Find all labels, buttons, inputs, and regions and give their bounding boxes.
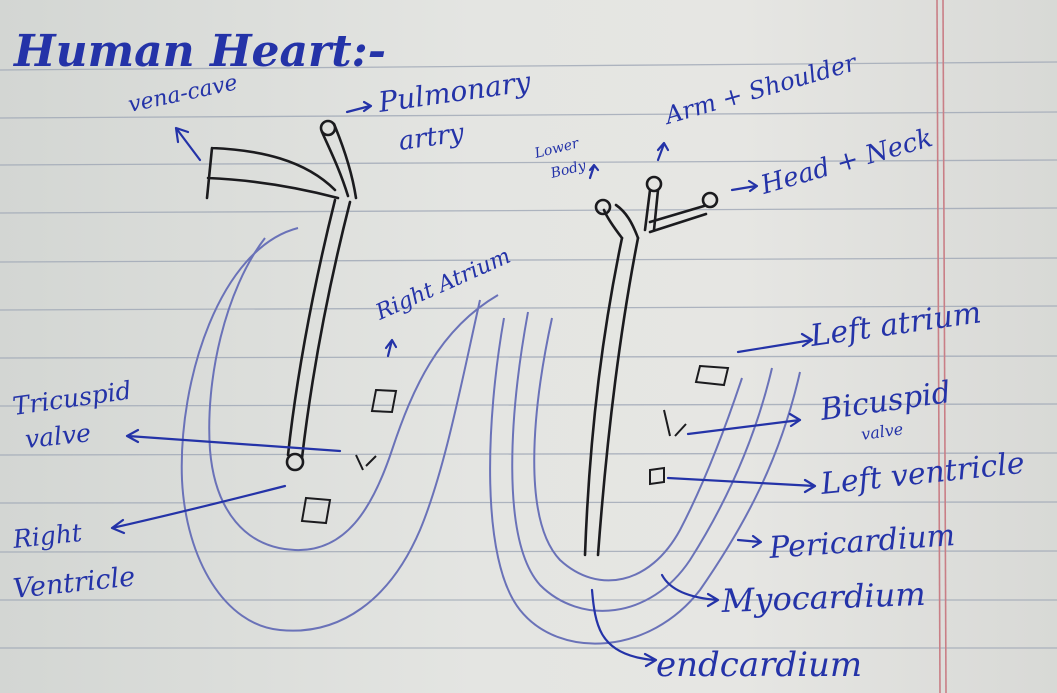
- pulmonary-arrow: [347, 102, 371, 112]
- labels: Human Heart:- vena-cave Pulmonary artry …: [11, 26, 1027, 685]
- left-ventricle-label: Left ventricle: [818, 446, 1026, 502]
- lower-body-label-line1: Lower: [532, 135, 581, 162]
- endocardium-label: endcardium: [656, 645, 862, 685]
- pericardium-arrow: [738, 536, 761, 547]
- chamber-marks: [302, 366, 728, 523]
- right-ventricle-leader: [112, 486, 285, 533]
- pulmonary-label-line1: Pulmonary: [375, 65, 533, 119]
- tricuspid-leader: [127, 430, 340, 451]
- page-title: Human Heart:-: [12, 26, 386, 77]
- left-atrium-label: Left atrium: [807, 295, 983, 354]
- vena-cava-label: vena-cave: [126, 70, 240, 118]
- right-atrium-arrow: [386, 340, 396, 356]
- bicuspid-label-line1: Bicuspid: [817, 375, 953, 428]
- neck-branch-opening: [703, 193, 717, 207]
- vena-cava-arrow: [176, 128, 200, 160]
- right-ventricle-mark: [302, 498, 330, 523]
- bicuspid-label-line2: valve: [860, 419, 904, 444]
- tricuspid-label-line1: Tricuspid: [11, 376, 133, 421]
- myocardium-label: Myocardium: [720, 575, 926, 620]
- left-atrium-mark: [696, 366, 728, 385]
- head-arrow: [732, 181, 757, 191]
- pericardium-label: Pericardium: [767, 518, 956, 566]
- right-atrium-mark: [372, 390, 396, 412]
- left-ventricle-mark: [650, 468, 664, 484]
- right-ventricle-label-line1: Right: [11, 518, 85, 554]
- vena-cava-vessel: [207, 148, 338, 198]
- tricuspid-mark: [356, 455, 376, 470]
- margin-line: [937, 0, 946, 693]
- bicuspid-mark: [664, 410, 686, 436]
- septum-bottom-opening: [287, 454, 303, 470]
- right-atrium-label: Right Atrium: [371, 244, 514, 326]
- heart-outlines: [182, 228, 800, 644]
- vessels: [207, 121, 717, 555]
- arm-arrow: [658, 143, 668, 160]
- septum-vessel: [288, 200, 350, 458]
- left-atrium-leader: [738, 334, 812, 352]
- aorta-vessel: [585, 238, 638, 555]
- tricuspid-label-line2: valve: [24, 418, 93, 454]
- arm-shoulder-label: Arm + Shoulder: [660, 48, 861, 130]
- lower-body-branch-opening: [596, 200, 610, 214]
- endocardium-leader: [592, 590, 656, 666]
- pulmonary-label-line2: artry: [397, 118, 466, 157]
- left-ventricle-leader: [668, 478, 815, 492]
- pulmonary-artery-opening: [321, 121, 335, 135]
- arm-branch-opening: [647, 177, 661, 191]
- head-neck-label: Head + Neck: [757, 123, 936, 201]
- right-ventricle-label-line2: Ventricle: [11, 561, 136, 605]
- lower-body-arrow: [590, 165, 598, 178]
- lower-body-label-line2: Body: [548, 157, 588, 182]
